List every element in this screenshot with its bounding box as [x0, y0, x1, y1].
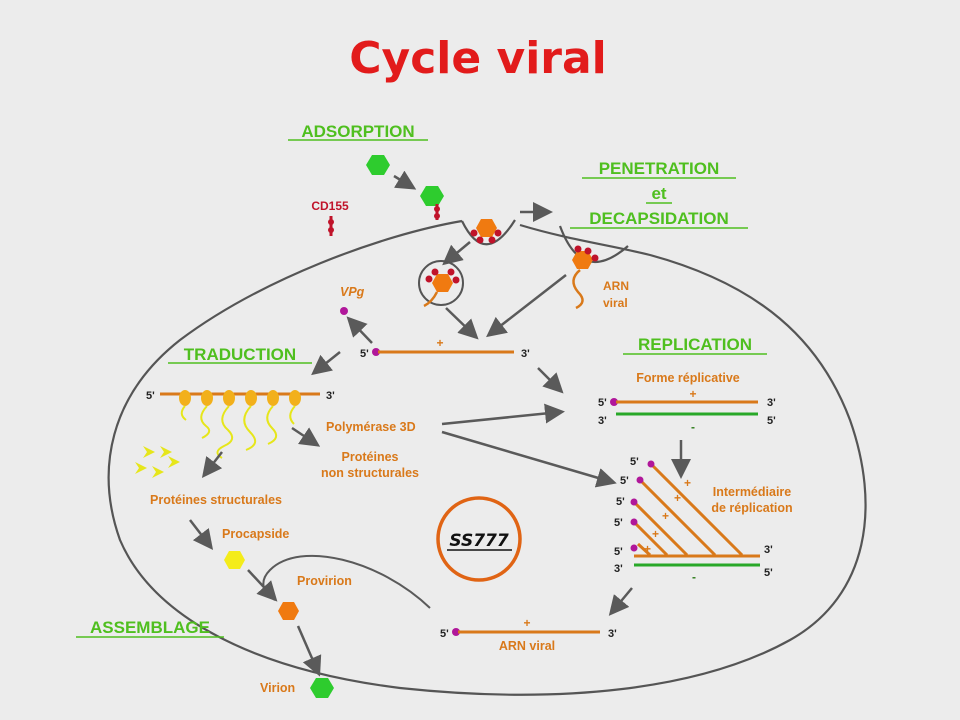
ss777-stamp: SS777	[436, 496, 522, 582]
step-penetration-line1: PENETRATION	[599, 159, 720, 178]
arn-viral-label-line1: ARN	[603, 279, 629, 293]
ri-5prime-right: 5'	[764, 567, 773, 579]
cd155-receptor-icon	[328, 216, 334, 236]
intermediaire-line2: de réplication	[711, 501, 792, 515]
arn-viral-bottom-label: ARN viral	[499, 639, 555, 653]
nascent-peptides-icon	[180, 405, 296, 459]
step-traduction: TRADUCTION	[184, 345, 296, 364]
endosome-icon	[418, 260, 464, 308]
page-title: Cycle viral	[349, 33, 607, 84]
rf-minus-sign: -	[691, 420, 695, 434]
ri-5prime-4: 5'	[614, 517, 623, 529]
ri-plus-2: +	[674, 491, 681, 505]
rf-minus-5prime: 5'	[767, 415, 776, 427]
rna-bottom-vpg	[452, 628, 460, 636]
rf-vpg	[610, 398, 618, 406]
virion-final-icon	[310, 678, 334, 698]
ri-3prime-left: 3'	[614, 563, 623, 575]
proteines-ns-line1: Protéines	[342, 450, 399, 464]
procapsid-icon	[224, 551, 245, 569]
rf-plus-sign: +	[689, 387, 696, 401]
step-assemblage: ASSEMBLAGE	[90, 618, 210, 637]
step-replication: REPLICATION	[638, 335, 752, 354]
ri-5prime-1: 5'	[630, 456, 639, 468]
ri-minus-sign: -	[692, 570, 696, 584]
rf-minus-3prime: 3'	[598, 415, 607, 427]
rna-center-plus: +	[436, 336, 443, 350]
provirion-label: Provirion	[297, 574, 352, 588]
step-adsorption: ADSORPTION	[301, 122, 414, 141]
ri-plus-4: +	[652, 527, 659, 541]
ri-plus-1: +	[684, 476, 691, 490]
step-penetration-line3: DECAPSIDATION	[589, 209, 728, 228]
replication-intermediate	[630, 460, 760, 567]
cell-membrane	[107, 219, 867, 696]
ri-5prime-5: 5'	[614, 546, 623, 558]
ri-3prime-right: 3'	[764, 544, 773, 556]
stamp-text: SS777	[449, 531, 509, 551]
rna-bottom-3prime: 3'	[608, 628, 617, 640]
receptor-bound-icon	[434, 204, 440, 220]
proteines-ns-line2: non structurales	[321, 466, 419, 480]
ri-plus-5: +	[644, 542, 651, 556]
intermediaire-line1: Intermédiaire	[713, 485, 792, 499]
virion-icon-free	[366, 155, 390, 175]
step-penetration-line2: et	[651, 184, 666, 203]
rna-bottom-5prime: 5'	[440, 628, 449, 640]
structural-proteins-icon	[135, 446, 180, 478]
ri-5prime-3: 5'	[616, 496, 625, 508]
rna-bottom-plus: +	[523, 616, 530, 630]
ribosomes-icon	[179, 390, 301, 406]
arn-viral-label-line2: viral	[603, 296, 628, 310]
provirion-icon	[278, 602, 299, 620]
virion-icon-bound	[420, 186, 444, 206]
forme-replicative-label: Forme réplicative	[636, 371, 740, 385]
virion-label: Virion	[260, 681, 295, 695]
proteines-structurales-label: Protéines structurales	[150, 493, 282, 507]
polymerase-label: Polymérase 3D	[326, 420, 416, 434]
rna-center-5prime: 5'	[360, 348, 369, 360]
vpg-label: VPg	[340, 285, 365, 299]
rf-plus-5prime: 5'	[598, 397, 607, 409]
ri-plus-3: +	[662, 509, 669, 523]
polysome-3prime: 3'	[326, 390, 335, 402]
procapside-label: Procapside	[222, 527, 289, 541]
cd155-label: CD155	[311, 199, 349, 213]
vpg-dot-icon	[340, 307, 348, 315]
polysome-5prime: 5'	[146, 390, 155, 402]
uncoating-virion-icon	[572, 245, 599, 310]
membrane-pit-1	[461, 219, 516, 246]
rna-center-vpg	[372, 348, 380, 356]
rf-plus-3prime: 3'	[767, 397, 776, 409]
virion-in-pit-icon	[470, 219, 502, 244]
rna-center-3prime: 3'	[521, 348, 530, 360]
ri-5prime-2: 5'	[620, 475, 629, 487]
